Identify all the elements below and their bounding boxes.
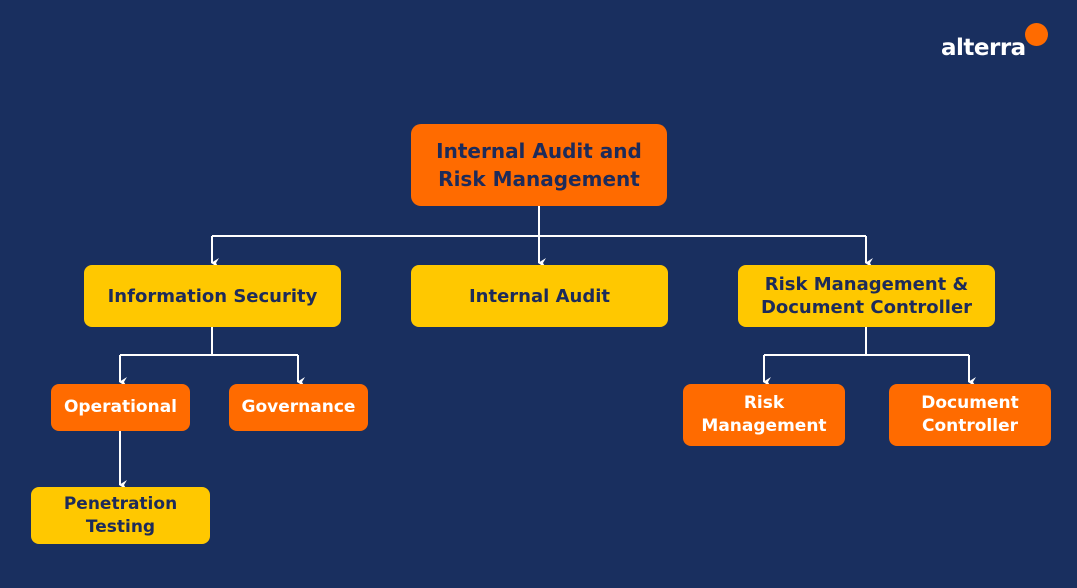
node-internal-audit-and-risk-management: Internal Audit and Risk Management <box>411 124 667 206</box>
node-internal-audit-label: Internal Audit <box>468 285 610 307</box>
node-penetration-testing: Penetration Testing <box>31 487 210 544</box>
node-document-controller: Document Controller <box>889 384 1051 446</box>
node-internal-audit: Internal Audit <box>411 265 668 327</box>
node-risk-management-and-document-controller: Risk Management & Document Controller <box>738 265 995 327</box>
logo-wordmark: alterra <box>941 35 1026 61</box>
node-governance: Governance <box>229 384 368 431</box>
node-risk-doc-line1: Risk Management & <box>764 274 969 295</box>
alterra-logo: alterra <box>938 22 1053 70</box>
node-operational: Operational <box>51 384 190 431</box>
node-document-controller-line2: Controller <box>921 416 1018 436</box>
node-information-security-label: Information Security <box>107 285 318 307</box>
node-risk-management-line1: Risk <box>743 393 785 413</box>
node-operational-label: Operational <box>63 397 178 417</box>
node-governance-label: Governance <box>241 397 356 417</box>
node-risk-management: Risk Management <box>683 384 845 446</box>
logo-dot-icon <box>1025 23 1048 46</box>
node-risk-doc-line2: Document Controller <box>760 297 973 318</box>
node-penetration-testing-line1: Penetration <box>63 493 178 514</box>
node-root-line1: Internal Audit and <box>436 139 642 163</box>
node-document-controller-line1: Document <box>921 393 1019 413</box>
node-risk-management-line2: Management <box>701 416 827 436</box>
node-root-line2: Risk Management <box>438 167 640 191</box>
node-information-security: Information Security <box>84 265 341 327</box>
node-penetration-testing-line2: Testing <box>85 516 156 537</box>
